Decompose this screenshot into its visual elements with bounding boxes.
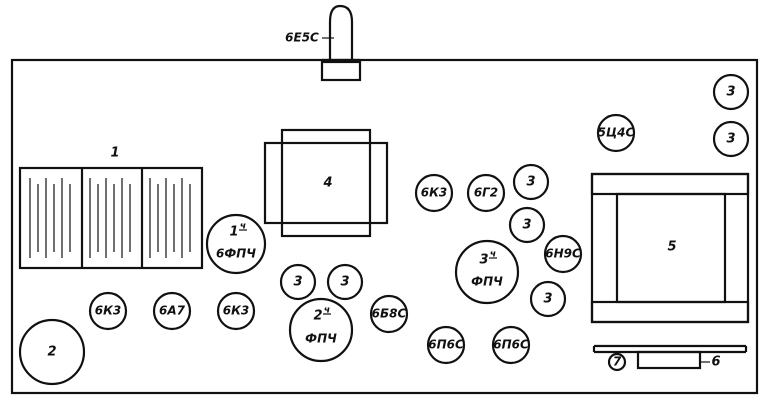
svg-text:3: 3 xyxy=(726,85,735,100)
component-5-label: 5 xyxy=(667,240,676,255)
svg-text:3: 3 xyxy=(522,218,531,233)
if-transformer-1: 1 ч 6ФПЧ xyxy=(205,213,267,275)
svg-text:5Ц4С: 5Ц4С xyxy=(598,126,635,140)
tube-6p6s-a: 6П6С xyxy=(426,325,466,365)
socket-3-a: 3 xyxy=(712,73,750,111)
svg-text:6П6С: 6П6С xyxy=(493,338,529,352)
tube-6a7: 6А7 xyxy=(152,291,192,331)
svg-text:6Г2: 6Г2 xyxy=(474,186,498,200)
socket-3-d: 3 xyxy=(508,206,546,244)
svg-text:3: 3 xyxy=(526,175,535,190)
component-1-label: 1 xyxy=(110,146,119,161)
svg-text:6П6С: 6П6С xyxy=(428,338,464,352)
tube-5ts4s: 5Ц4С xyxy=(596,113,636,153)
component-2-label: 2 xyxy=(47,345,56,360)
svg-text:ФПЧ: ФПЧ xyxy=(305,332,337,346)
svg-text:ч: ч xyxy=(490,250,496,260)
tube-6k3-c: 6К3 xyxy=(216,291,256,331)
tube-6k3-b: 6К3 xyxy=(88,291,128,331)
tube-6p6s-b: 6П6С xyxy=(491,325,531,365)
output-frame: 5 xyxy=(590,172,750,324)
tube-6b8s: 6Б8С xyxy=(369,294,409,334)
svg-text:6ФПЧ: 6ФПЧ xyxy=(216,247,256,261)
svg-text:6Б8С: 6Б8С xyxy=(372,307,407,321)
bottom-terminal-strip: 7 6 xyxy=(592,344,748,372)
component-2: 2 xyxy=(18,318,86,386)
svg-text:2: 2 xyxy=(313,309,322,324)
svg-text:1: 1 xyxy=(229,225,238,240)
component-6-label: 6 xyxy=(711,355,720,370)
socket-3-e: 3 xyxy=(529,280,567,318)
socket-3-f: 3 xyxy=(279,263,317,301)
svg-text:3: 3 xyxy=(543,292,552,307)
tuning-indicator-tube: 6Е5С xyxy=(285,4,362,82)
svg-text:3: 3 xyxy=(479,253,488,268)
socket-3-b: 3 xyxy=(712,120,750,158)
component-7-label: 7 xyxy=(613,355,622,369)
svg-text:6К3: 6К3 xyxy=(95,304,122,318)
socket-3-c: 3 xyxy=(512,163,550,201)
socket-3-g: 3 xyxy=(326,263,364,301)
svg-text:ФПЧ: ФПЧ xyxy=(471,275,503,289)
chassis-outline xyxy=(10,58,759,395)
tuning-indicator-label: 6Е5С xyxy=(285,31,319,45)
if-transformer-2: 2 ч ФПЧ xyxy=(288,297,354,363)
if-transformer-3: 3 ч ФПЧ xyxy=(454,239,520,305)
svg-text:6А7: 6А7 xyxy=(159,304,186,318)
svg-text:ч: ч xyxy=(240,222,246,232)
svg-text:6Н9С: 6Н9С xyxy=(545,247,581,261)
variable-capacitor-block: 1 xyxy=(18,146,204,270)
component-4-label: 4 xyxy=(322,176,332,191)
svg-text:6К3: 6К3 xyxy=(223,304,250,318)
tube-6n9s: 6Н9С xyxy=(543,234,583,274)
tube-6g2: 6Г2 xyxy=(466,173,506,213)
power-transformer: 4 xyxy=(263,128,389,238)
svg-text:ч: ч xyxy=(324,306,330,316)
svg-text:3: 3 xyxy=(340,275,349,290)
tube-6k3-a: 6К3 xyxy=(414,173,454,213)
svg-text:3: 3 xyxy=(293,275,302,290)
svg-text:6К3: 6К3 xyxy=(421,186,448,200)
svg-text:3: 3 xyxy=(726,132,735,147)
